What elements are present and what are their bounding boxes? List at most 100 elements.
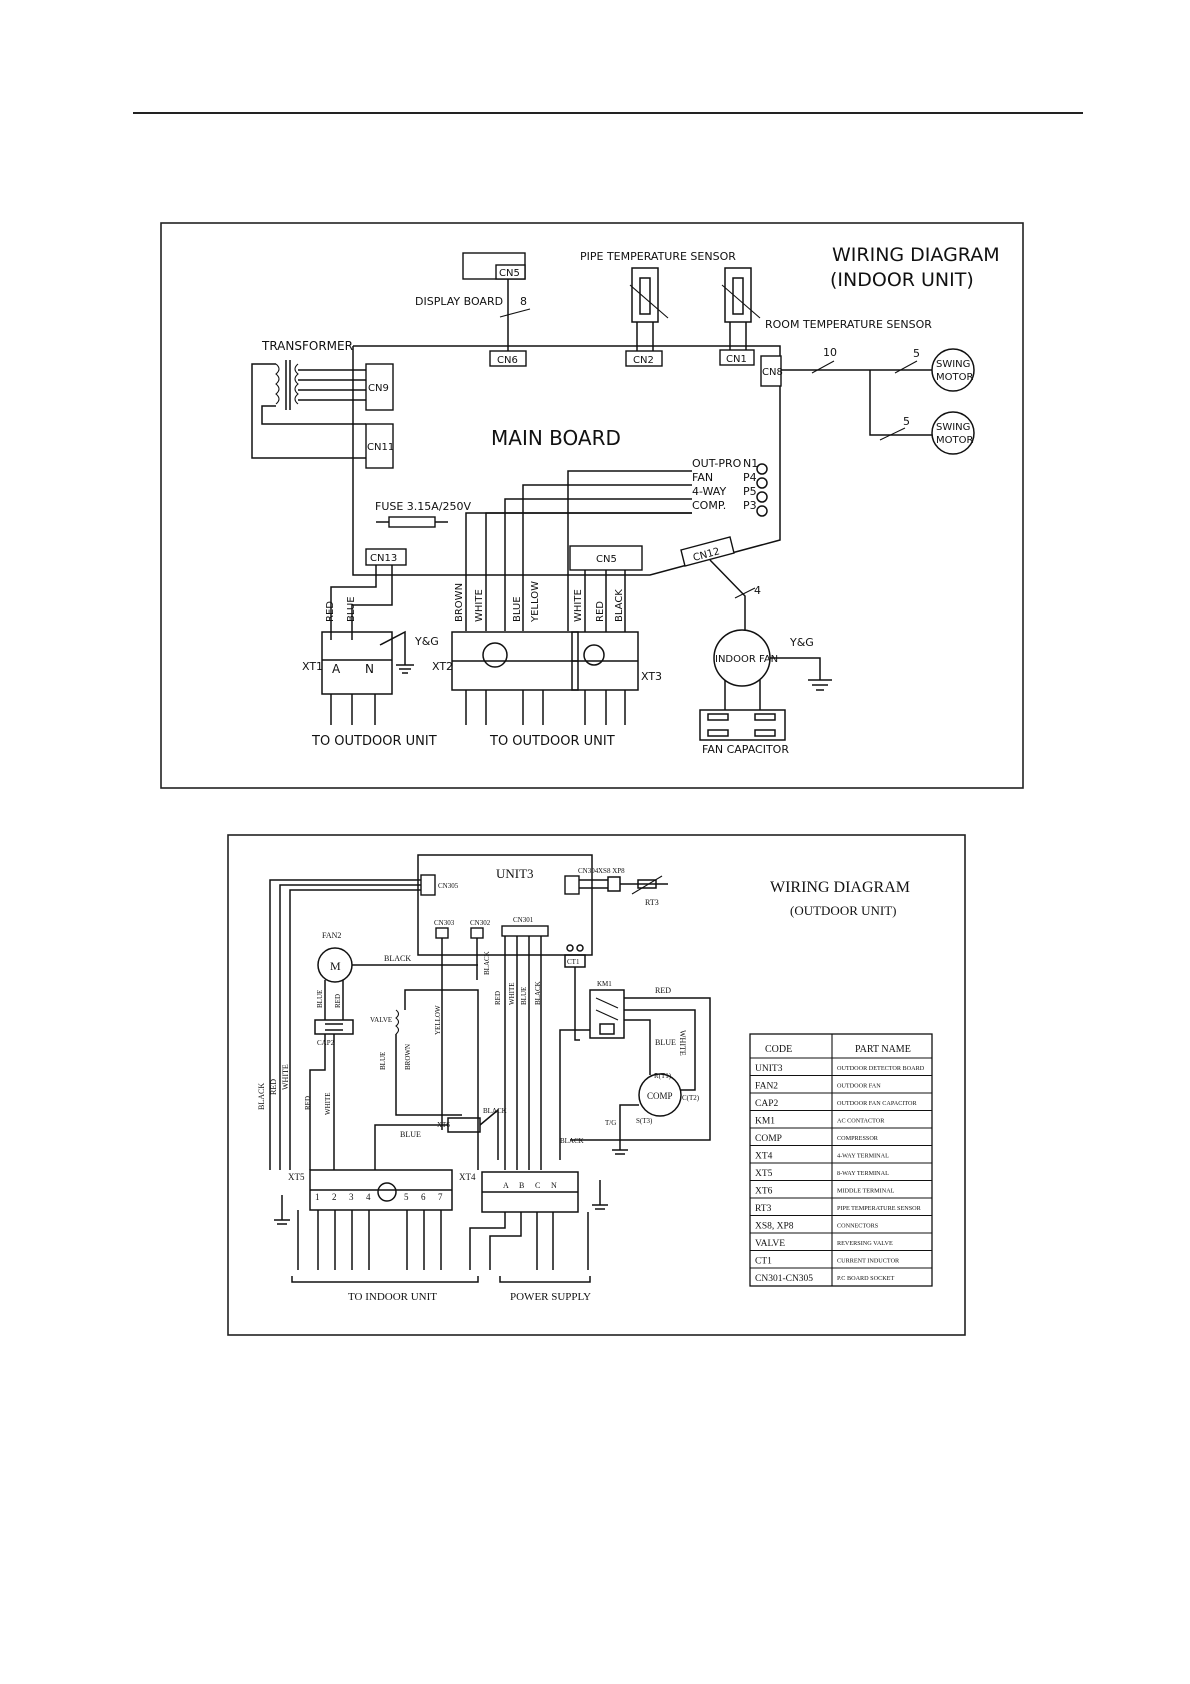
swing2-count: 5 — [903, 415, 910, 428]
km1-red-wire — [570, 997, 711, 1141]
fan2-blue-label: BLUE — [316, 990, 324, 1008]
xt1-wire-red: RED — [325, 601, 336, 622]
ct1-pin-b — [576, 944, 584, 952]
swing-motor-2-line1: SWING — [936, 422, 970, 433]
display-board-label: DISPLAY BOARD — [415, 295, 503, 308]
pipe-sensor-arrow — [629, 284, 669, 319]
comp-pin-c: C(T2) — [682, 1094, 700, 1102]
room-sensor-box — [724, 267, 752, 323]
power-supply-bracket — [499, 1276, 591, 1283]
cn301-white-label: WHITE — [508, 982, 516, 1005]
harness-white — [289, 889, 421, 1170]
power-lead-a — [469, 1212, 506, 1270]
xt4-letter-b: B — [519, 1181, 524, 1190]
xt5-red-label: RED — [304, 1096, 312, 1110]
cn301-black-label: BLACK — [534, 981, 542, 1005]
cn302-label: CN302 — [470, 919, 491, 927]
cn6-label: CN6 — [497, 355, 518, 366]
harness-white-label: WHITE — [281, 1064, 290, 1090]
xs8-connector — [607, 876, 621, 892]
room-sensor-resistor — [732, 277, 744, 315]
fan-wire — [709, 559, 746, 630]
unit3-label: UNIT3 — [496, 866, 534, 881]
header-rule — [133, 112, 1083, 114]
xt2-center-mount — [482, 642, 508, 668]
km1-label: KM1 — [597, 980, 612, 988]
fan-capacitor-plate-2 — [754, 713, 776, 721]
cn302-connector — [470, 927, 484, 939]
cn303-label: CN303 — [434, 919, 455, 927]
xt3-wire-white: WHITE — [573, 589, 584, 622]
outdoor-title-line1: WIRING DIAGRAM — [770, 879, 910, 896]
cn5-bottom-label: CN5 — [596, 554, 617, 565]
fan2-black-label: BLACK — [384, 954, 411, 963]
xt5-number-6: 6 — [421, 1192, 426, 1202]
legend-part-name: AC CONTACTOR — [837, 1118, 885, 1125]
valve-blue-label: BLUE — [379, 1052, 387, 1070]
cn13-connector — [365, 548, 407, 566]
swing1-tick — [894, 360, 918, 374]
display-cn5-label: CN5 — [499, 268, 520, 279]
xt4-label: XT4 — [459, 1172, 476, 1182]
relay-comp-id: P3 — [743, 499, 757, 512]
km1-red-label: RED — [655, 986, 671, 995]
xt6-terminal — [447, 1117, 481, 1133]
cn13-label: CN13 — [370, 553, 397, 564]
legend-part-name: 8-WAY TERMINAL — [837, 1170, 889, 1177]
xt1-block — [321, 631, 393, 695]
xt6-blue-wire — [374, 1124, 448, 1170]
swing-motor-2 — [931, 411, 975, 455]
fuse-label: FUSE 3.15A/250V — [375, 500, 472, 513]
to-outdoor-label-2: TO OUTDOOR UNIT — [489, 734, 615, 749]
xt5-white-label: WHITE — [324, 1092, 332, 1115]
legend-part-name: 4-WAY TERMINAL — [837, 1153, 889, 1160]
fan-wire-count: 4 — [754, 584, 761, 597]
cn303-connector — [435, 927, 449, 939]
km1-white-label: WHITE — [678, 1030, 687, 1056]
legend-part-name: COMPRESSOR — [837, 1135, 879, 1142]
comp-tg-label: T/G — [605, 1119, 616, 1127]
xt2-wire-blue: BLUE — [512, 596, 523, 622]
display-wire-count: 8 — [520, 295, 527, 308]
cn2-label: CN2 — [633, 355, 654, 366]
legend-code: XT5 — [755, 1169, 773, 1179]
relay-fan: FAN — [692, 471, 713, 484]
cap2-label: CAP2 — [317, 1039, 335, 1047]
swing-main-tick — [811, 360, 835, 374]
relay-4way-id: P5 — [743, 485, 757, 498]
transformer-coil-secondary — [294, 363, 299, 405]
km1-white-wire — [624, 1009, 696, 1091]
cn304-label: CN304 — [578, 867, 599, 875]
swing-connector — [760, 355, 782, 387]
cn305-label: CN305 — [438, 882, 459, 890]
cn11-connector — [365, 423, 394, 469]
legend-border — [749, 1033, 933, 1287]
legend-part-name: OUTDOOR FAN — [837, 1083, 881, 1090]
legend-header-code: CODE — [765, 1044, 792, 1055]
cn9-label: CN9 — [368, 383, 389, 394]
xt1-terminal-a: A — [332, 662, 341, 676]
xt5-label: XT5 — [288, 1172, 305, 1182]
transformer-primary-inner — [261, 405, 366, 425]
legend-part-name: OUTDOOR FAN CAPACITOR — [837, 1100, 918, 1107]
xt5-number-2: 2 — [332, 1192, 337, 1202]
legend-code: CAP2 — [755, 1099, 778, 1109]
to-indoor-bracket — [291, 1276, 479, 1283]
relay-terminal-1 — [756, 463, 768, 475]
legend-code: KM1 — [755, 1117, 775, 1127]
xt3-center-mount — [583, 644, 605, 666]
xt4-letter-n: N — [551, 1181, 557, 1190]
xt2-wire-yellow: YELLOW — [530, 581, 541, 623]
legend-code: CT1 — [755, 1257, 772, 1267]
yellow-label: YELLOW — [434, 1005, 442, 1035]
transformer-primary-outer — [251, 363, 366, 459]
xs8-xp8-label: XS8 XP8 — [598, 867, 625, 875]
harness-red — [279, 884, 421, 1170]
relay-fan-id: P4 — [743, 471, 757, 484]
xt1-ground-wire — [379, 630, 406, 665]
fan-capacitor-plate-4 — [754, 729, 776, 737]
relay-terminal-4 — [756, 505, 768, 517]
swing1-count: 5 — [913, 347, 920, 360]
